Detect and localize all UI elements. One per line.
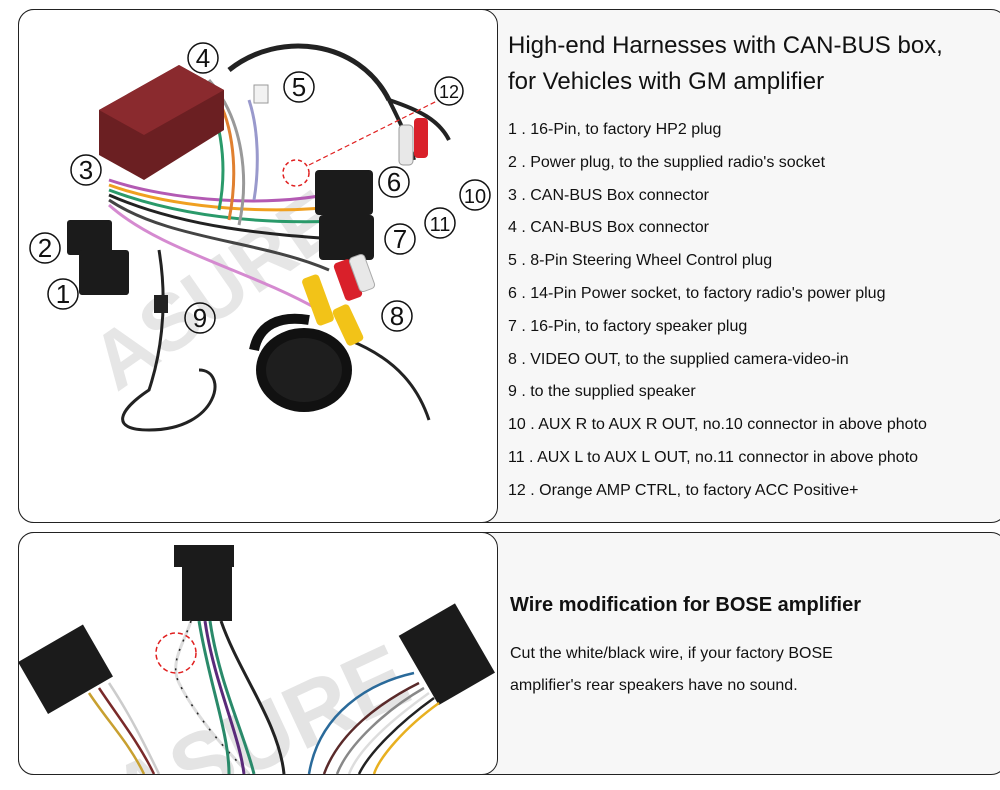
svg-text:10: 10: [464, 186, 486, 208]
callout-9: 9: [184, 302, 216, 334]
list-item: 8 . VIDEO OUT, to the supplied camera-vi…: [508, 350, 849, 368]
svg-text:8: 8: [390, 301, 404, 331]
callout-7: 7: [384, 223, 416, 255]
list-item: 7 . 16-Pin, to factory speaker plug: [508, 317, 748, 335]
connector-2: [67, 220, 112, 255]
connector-9: [154, 295, 168, 313]
left-wires: [87, 682, 161, 774]
speaker: [249, 313, 352, 412]
connector-list: 1 . 16-Pin, to factory HP2 plug 2 . Powe…: [508, 114, 988, 508]
connector-6: [315, 170, 373, 215]
connector-7: [319, 215, 374, 260]
rca-yellow-8: [332, 304, 364, 346]
svg-text:7: 7: [393, 224, 407, 254]
callout-4: 4: [187, 42, 219, 74]
list-item: 4 . CAN-BUS Box connector: [508, 219, 709, 237]
harness-illustration: ASURE: [29, 42, 491, 432]
canbus-box: [99, 65, 224, 180]
bose-illustration: ASURE: [19, 545, 495, 774]
svg-text:5: 5: [292, 72, 306, 102]
connector-1: [79, 250, 129, 295]
right-wires: [307, 671, 440, 774]
section-title: High-end Harnesses with CAN-BUS box, for…: [508, 28, 988, 100]
rca-white-11: [398, 124, 414, 166]
callout-10: 10: [459, 179, 491, 211]
svg-text:2: 2: [38, 233, 52, 263]
svg-text:9: 9: [193, 303, 207, 333]
harness-description: High-end Harnesses with CAN-BUS box, for…: [508, 28, 988, 508]
rca-white: [348, 253, 376, 293]
list-item: 10 . AUX R to AUX R OUT, no.10 connector…: [508, 416, 927, 434]
highlight-circle: [282, 159, 310, 187]
right-connector: [398, 603, 495, 706]
callout-5: 5: [283, 71, 315, 103]
svg-text:3: 3: [79, 155, 93, 185]
callout-3: 3: [70, 154, 102, 186]
callout-2: 2: [29, 232, 61, 264]
left-connector: [19, 624, 113, 714]
highlight-line: [308, 99, 440, 166]
svg-text:4: 4: [196, 43, 210, 73]
callout-12: 12: [434, 76, 464, 106]
callout-1: 1: [47, 278, 79, 310]
connector-5: [253, 84, 269, 104]
rca-red: [333, 259, 363, 301]
rca-red-10: [414, 118, 428, 158]
svg-text:12: 12: [439, 82, 459, 102]
bose-heading: Wire modification for BOSE amplifier: [510, 594, 861, 616]
callout-6: 6: [378, 166, 410, 198]
bose-photo: ASURE: [18, 532, 498, 775]
list-item: 2 . Power plug, to the supplied radio's …: [508, 153, 826, 171]
list-item: 6 . 14-Pin Power socket, to factory radi…: [508, 284, 886, 302]
bose-instruction: Cut the white/black wire, if your factor…: [510, 638, 980, 702]
rca-yellow: [302, 274, 334, 326]
svg-text:11: 11: [430, 214, 451, 236]
highlight-circle: [155, 632, 197, 674]
svg-text:1: 1: [56, 279, 70, 309]
list-item: 5 . 8-Pin Steering Wheel Control plug: [508, 252, 773, 270]
list-item: 1 . 16-Pin, to factory HP2 plug: [508, 121, 722, 138]
list-item: 3 . CAN-BUS Box connector: [508, 186, 709, 204]
center-connector: [174, 545, 234, 567]
callout-8: 8: [381, 300, 413, 332]
bose-line-1: Cut the white/black wire, if your factor…: [510, 645, 833, 662]
harness-photo: ASURE: [18, 9, 498, 523]
svg-text:6: 6: [387, 167, 401, 197]
bose-line-2: amplifier's rear speakers have no sound.: [510, 677, 798, 694]
list-item: 11 . AUX L to AUX L OUT, no.11 connector…: [508, 448, 919, 466]
list-item: 9 . to the supplied speaker: [508, 383, 696, 401]
title-line-1: High-end Harnesses with CAN-BUS box,: [508, 32, 943, 59]
list-item: 12 . Orange AMP CTRL, to factory ACC Pos…: [508, 481, 859, 499]
title-line-2: for Vehicles with GM amplifier: [508, 68, 825, 95]
center-wires: [174, 620, 286, 774]
callout-11: 11: [424, 207, 456, 239]
bose-description: Wire modification for BOSE amplifier Cut…: [510, 592, 980, 702]
